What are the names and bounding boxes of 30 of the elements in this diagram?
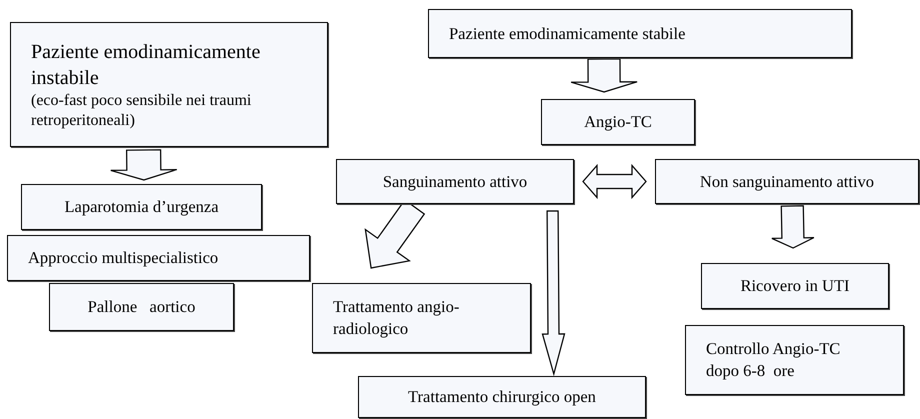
box-text: Trattamento angio-radiologico — [333, 296, 460, 340]
process-box — [10, 22, 328, 147]
process-box — [312, 283, 531, 353]
box-text: Angio-TC — [583, 111, 653, 133]
process-box — [655, 159, 919, 204]
process-box — [336, 159, 574, 204]
box-text: Controllo Angio-TC dopo 6-8 ore — [706, 338, 842, 382]
process-box — [428, 9, 852, 58]
process-box — [541, 99, 695, 145]
process-box — [21, 184, 262, 230]
block-arrow — [771, 205, 814, 249]
box-text: Trattamento chirurgico open — [407, 386, 597, 408]
box-text: Paziente emodinamicamente instabile — [31, 40, 262, 91]
box-text: Sanguinamento attivo — [382, 170, 528, 192]
box-text: Pallone aortico — [86, 296, 196, 318]
box-text: Approccio multispecialistico — [28, 247, 220, 269]
block-arrow — [542, 210, 566, 376]
process-box — [7, 235, 310, 281]
box-text: Laparotomia d’urgenza — [63, 196, 220, 218]
box-text: Paziente emodinamicamente stabile — [449, 22, 686, 44]
process-box — [49, 283, 234, 331]
block-arrow — [570, 58, 638, 93]
block-arrow — [110, 149, 178, 181]
box-text: Ricovero in UTI — [739, 275, 851, 297]
box-note: (eco-fast poco sensibile nei traumi retroperitoneali) — [31, 91, 252, 131]
block-arrow — [582, 164, 647, 200]
process-box — [701, 263, 889, 309]
box-text: Non sanguinamento attivo — [698, 170, 876, 192]
process-box — [685, 325, 904, 395]
process-box — [358, 376, 646, 418]
